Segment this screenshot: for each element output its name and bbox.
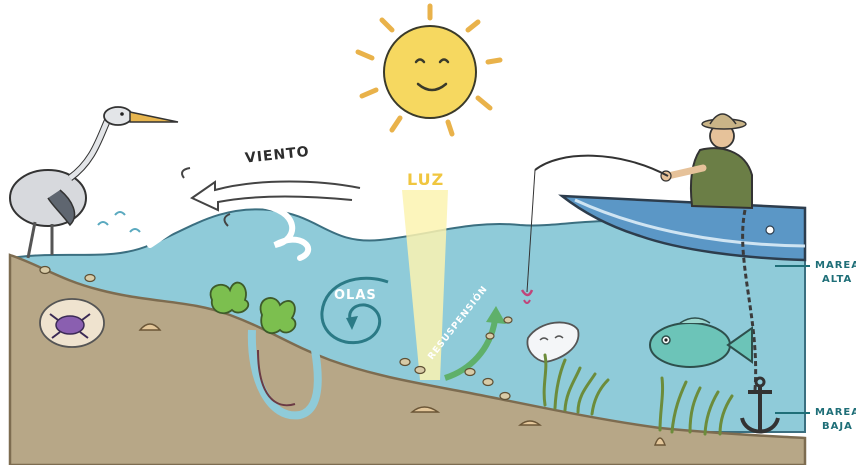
heron-icon — [10, 107, 178, 258]
low-tide-label-line1: MAREA — [815, 407, 856, 418]
crab-icon — [40, 299, 104, 347]
wind-label: VIENTO — [244, 144, 310, 167]
wave-splash — [98, 212, 140, 232]
high-tide-label-line2: ALTA — [822, 274, 852, 285]
low-tide-label-line2: BAJA — [822, 421, 853, 432]
waves-label: OLAS — [334, 288, 377, 303]
high-tide-label-line1: MAREA — [815, 260, 856, 271]
sun-icon — [358, 6, 500, 134]
light-label: LUZ — [407, 170, 444, 189]
